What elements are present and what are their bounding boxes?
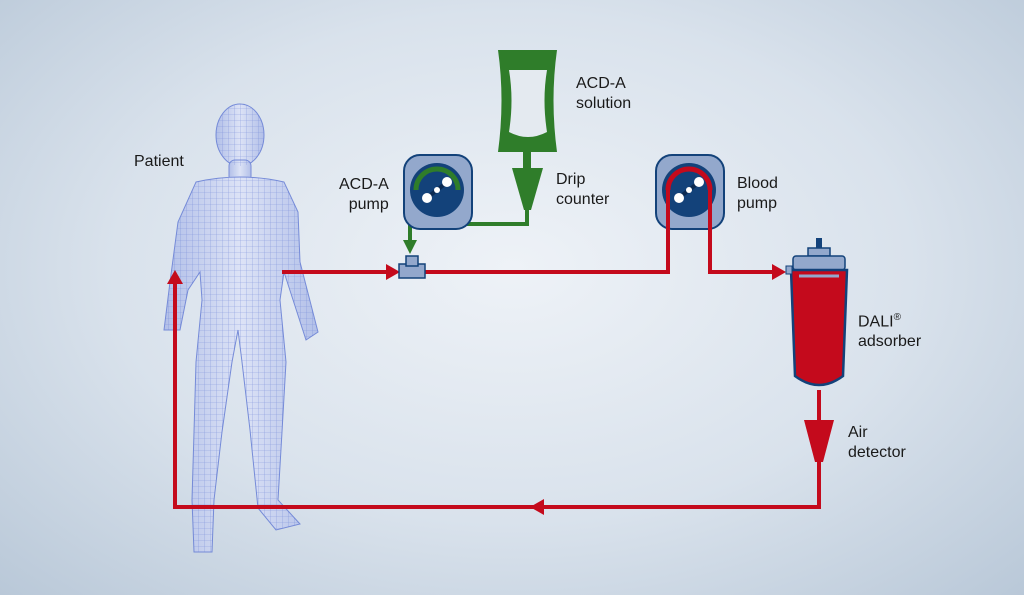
dali-adsorber: [785, 238, 849, 387]
drip-counter: [512, 168, 543, 210]
arrow-left-icon: [530, 499, 544, 515]
acd-arrow-icon: [403, 240, 417, 254]
air-detector: [804, 420, 834, 462]
arrow-right-icon: [772, 264, 786, 280]
patient-label: Patient: [134, 153, 184, 170]
t-connector: [398, 255, 426, 279]
acd-solution-bag: [498, 50, 557, 168]
dali-adsorber-label: DALI® adsorber: [858, 312, 922, 351]
blood-pump: [655, 154, 725, 230]
patient-figure: [163, 103, 319, 553]
blood-line: [173, 190, 821, 509]
arrow-right-icon: [386, 264, 400, 280]
acd-a-pump: [403, 154, 473, 230]
arrow-up-icon: [167, 270, 183, 284]
